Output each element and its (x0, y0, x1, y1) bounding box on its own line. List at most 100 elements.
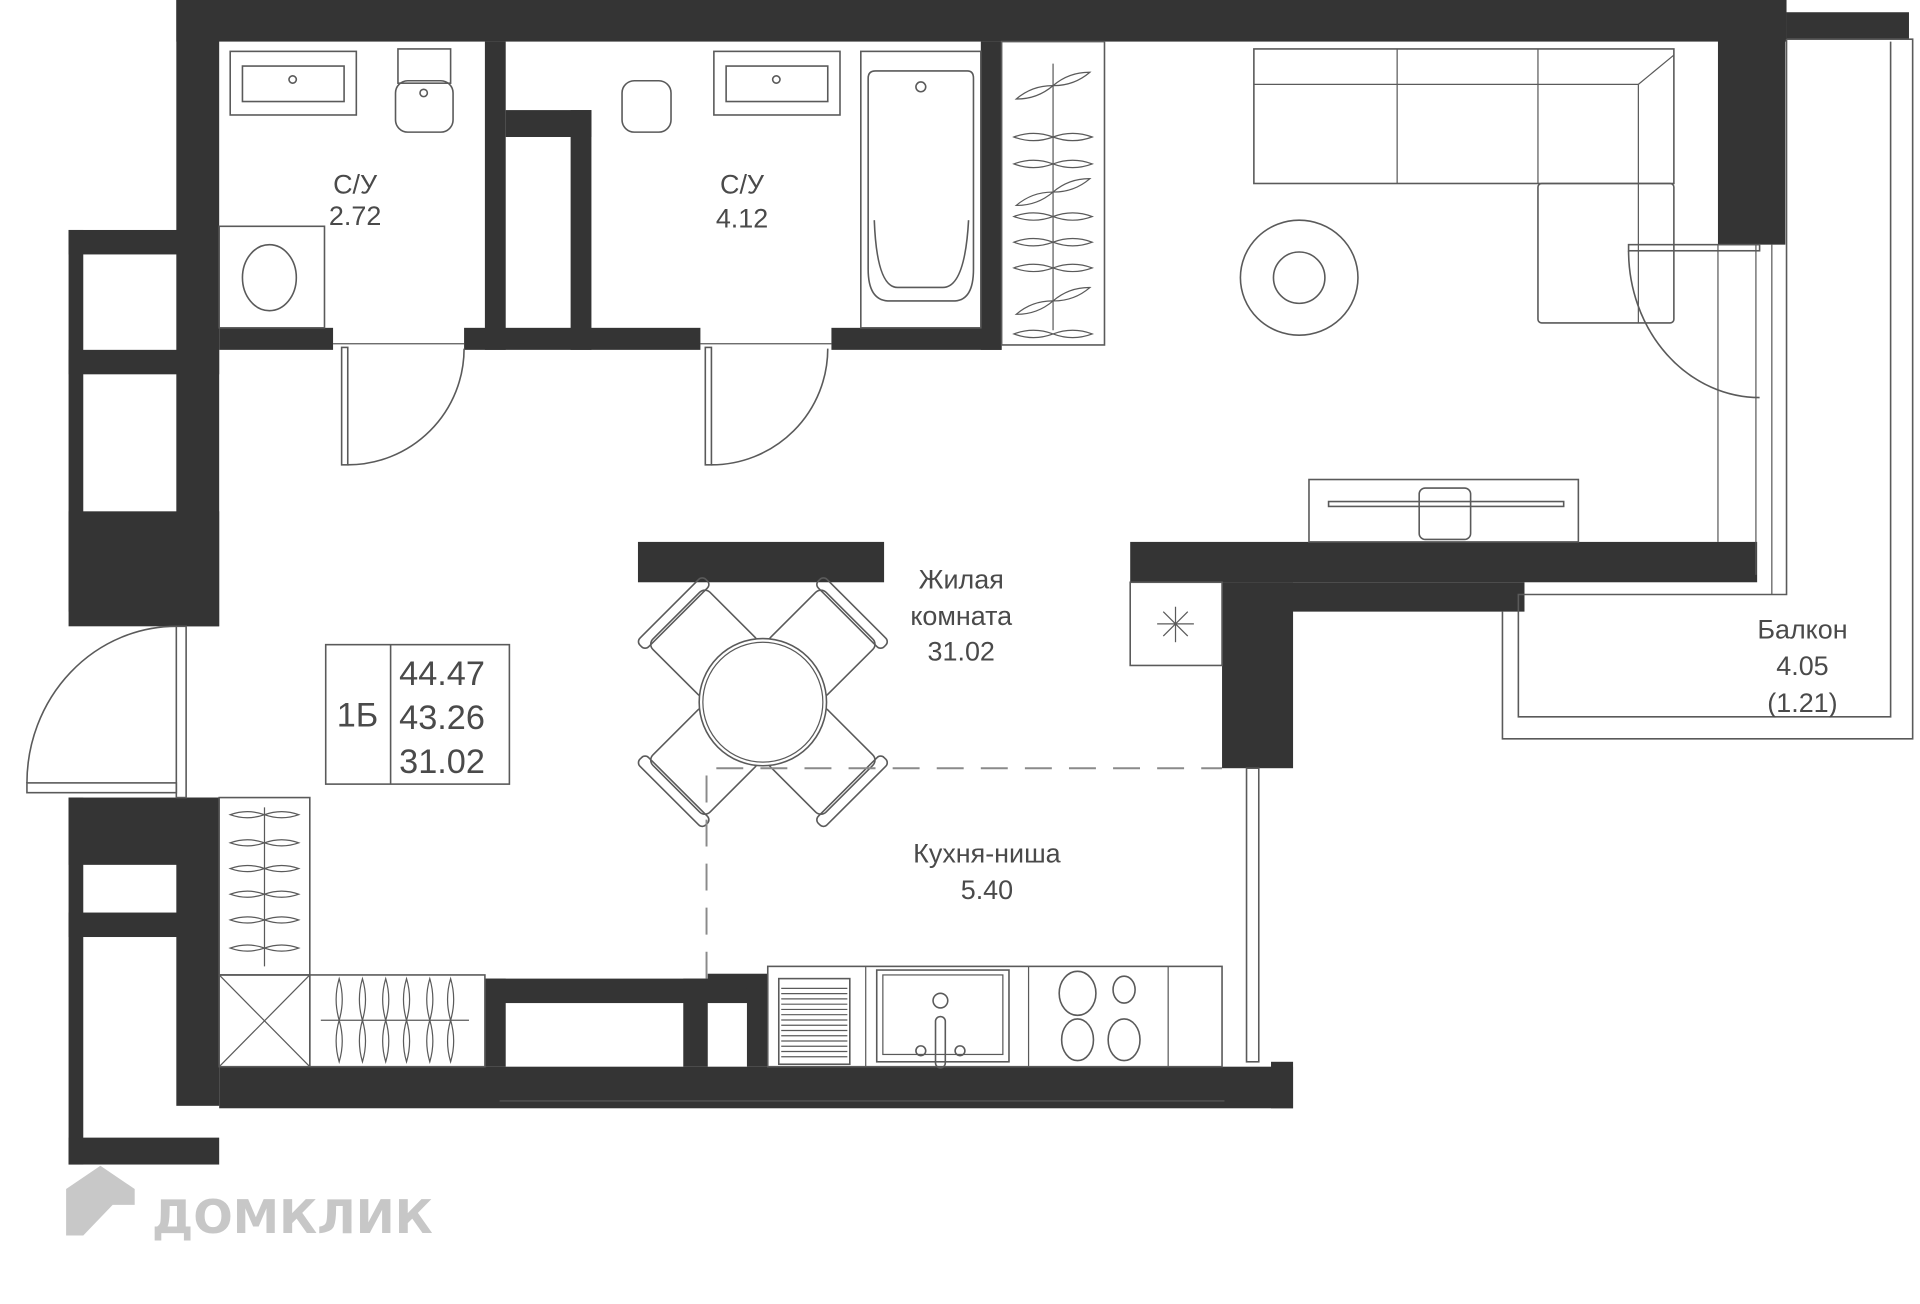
dishwasher-icon (777, 977, 851, 1066)
apartment-info-box: 1Б 44.47 43.26 31.02 (324, 643, 511, 785)
info-box-frame (324, 643, 511, 785)
bath1-door-swing[interactable] (347, 348, 465, 466)
bath-bottom-wall-right (831, 327, 1002, 350)
dining-table-inner (702, 641, 824, 763)
bottom-wall-right-post (1242, 768, 1293, 1108)
bath2-right-wall (980, 41, 1002, 350)
hanger-icon (1012, 263, 1094, 273)
washing-machine-drum (241, 243, 298, 312)
hanger-icon (228, 944, 301, 952)
hanger-icon (1012, 329, 1094, 339)
dining-set (637, 577, 889, 828)
hanger-icon (1012, 132, 1094, 142)
hangers (1012, 71, 1094, 339)
walls (68, 0, 1909, 1165)
left-outer-block-lower-side (68, 797, 84, 1165)
hangers (228, 811, 301, 952)
wardrobe-top (1000, 40, 1106, 346)
balcony-outer-border (1501, 38, 1914, 740)
balcony-name: Балкон (1757, 615, 1847, 645)
bathroom-2-area: 4.12 (716, 204, 768, 234)
kitchen-zone (705, 767, 1223, 1069)
wardrobe-bottom-frame (309, 974, 486, 1068)
bath1-right-wall (484, 41, 506, 350)
left-outer-block-lower-top (68, 797, 220, 865)
bottom-niche-right-top (707, 973, 768, 989)
washing-machine-icon (218, 225, 326, 329)
balcony-door-swing[interactable] (1627, 250, 1760, 399)
drain-icon (771, 75, 781, 84)
hanger-icon (1014, 178, 1092, 207)
hanger-icon (228, 916, 301, 924)
bathroom-1-fixtures (218, 48, 454, 329)
left-outer-block-mid (68, 349, 220, 375)
bathtub-drain (915, 81, 927, 93)
kitchen-counter (766, 965, 1223, 1068)
top-wall (176, 0, 1787, 42)
bath2-door-swing[interactable] (711, 348, 829, 466)
kitchen-right-wall (1222, 582, 1294, 769)
kitchen-area: 5.40 (961, 875, 1013, 905)
entrance-door-swing[interactable] (26, 625, 177, 783)
tv-icon (1327, 500, 1565, 508)
bathroom-1-area: 2.72 (329, 201, 381, 231)
living-room-name-1: Жилая (919, 564, 1004, 594)
total-area: 44.47 (399, 655, 485, 693)
doors (26, 243, 1761, 799)
bathroom-2-name: С/У (720, 169, 765, 199)
hanger-icon (426, 976, 434, 1064)
left-outer-block-top (68, 229, 220, 255)
armchair-icon (1418, 487, 1472, 541)
hanger-icon (358, 976, 367, 1064)
bath-bottom-wall-left (219, 327, 334, 350)
domclick-watermark: ДОМКЛИК (66, 1165, 433, 1244)
balcony-outline (1501, 38, 1914, 740)
top-wall-right-extension (1786, 12, 1909, 40)
bottom-niche-right (746, 978, 768, 1067)
faucet-handle (934, 1015, 947, 1069)
drain-icon (288, 75, 298, 84)
partition-wall-right (1130, 541, 1758, 583)
balcony-inner-border (1517, 39, 1892, 718)
burner-icon (1107, 1018, 1141, 1062)
sofa-chaise (1537, 182, 1675, 324)
sink-icon (229, 50, 358, 116)
sink-basin (241, 65, 345, 103)
kitchen-name: Кухня-ниша (913, 838, 1061, 868)
hanger-icon (1012, 212, 1094, 221)
hanger-icon (1014, 71, 1092, 100)
faucet-knob (915, 1045, 927, 1057)
bathtub-frame (860, 50, 982, 329)
living-room-area: 31.02 (928, 637, 995, 667)
bath-bottom-wall-mid (464, 327, 701, 350)
hanger-icon (446, 976, 455, 1064)
faucet-knob (954, 1045, 966, 1057)
wardrobe-left (218, 796, 486, 1068)
living-furniture (1129, 48, 1675, 667)
balcony-area: 4.05 (1776, 651, 1828, 681)
sink-basin (725, 65, 829, 103)
hanger-icon (382, 976, 390, 1064)
faucet-icon (932, 992, 949, 1009)
kitchen-right-window (1245, 767, 1260, 1063)
hangers (335, 976, 455, 1064)
bottom-niche-mid (683, 978, 708, 1067)
dining-table-icon (698, 637, 828, 767)
dishwasher-grille (781, 987, 848, 1058)
bathtub-inner (873, 220, 970, 289)
burner-icon (1112, 975, 1136, 1004)
shaft-right (570, 110, 592, 350)
bathtub-icon (867, 70, 975, 302)
left-outer-block-lower-mid (68, 912, 220, 938)
bathroom-1-name: С/У (333, 169, 378, 199)
kitchen-right-post (1271, 1061, 1294, 1109)
hanger-icon (1014, 286, 1092, 315)
toilet-icon (394, 79, 454, 133)
apartment-type: 1Б (337, 697, 379, 735)
living-total-area: 43.26 (399, 699, 485, 737)
coffee-table-icon (1272, 251, 1326, 305)
entrance-door-frame (175, 625, 187, 799)
right-wall-upper (1717, 39, 1786, 245)
hanger-icon (1012, 159, 1094, 169)
